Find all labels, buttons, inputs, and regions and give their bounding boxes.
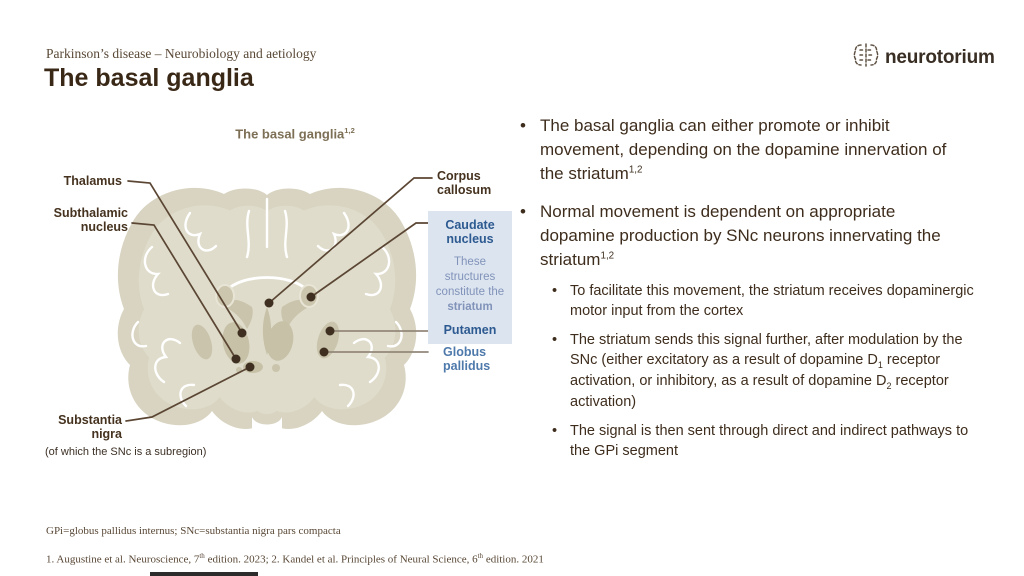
breadcrumb: Parkinson’s disease – Neurobiology and a…: [46, 46, 317, 61]
sub-bullet-3: • The signal is then sent through direct…: [552, 423, 969, 460]
diagram-title-citation: 1,2: [344, 126, 355, 135]
sub-bullet-2: • The striatum sends this signal further…: [552, 331, 963, 411]
label-substantia-nigra: Substantia nigra: [58, 413, 122, 442]
d2-subscript: 2: [886, 380, 892, 391]
bullet-marker: •: [552, 282, 558, 299]
label-globus-pallidus: Globus pallidus: [443, 345, 491, 374]
sub-bullet-1: • To facilitate this movement, the stria…: [552, 282, 974, 319]
substantia-nigra-dot: [245, 362, 255, 372]
subthalamic-dot: [231, 354, 241, 364]
bullet-marker: •: [520, 116, 526, 135]
sulci-tracings: [131, 197, 403, 408]
bullet-marker: •: [552, 331, 558, 348]
label-subthalamic-nucleus: Subthalamic nucleus: [53, 206, 128, 235]
neurotorium-logo: neurotorium: [852, 41, 995, 74]
references-line: 1. Augustine et al. Neuroscience, 7th ed…: [46, 552, 544, 566]
leader-lines: [125, 177, 433, 422]
caudate-line: [310, 222, 429, 298]
striatum-word: striatum: [447, 300, 493, 313]
marker-dots: [231, 292, 335, 372]
label-thalamus: Thalamus: [63, 174, 122, 188]
substantia-nigra-line: [125, 366, 251, 422]
thalamus-dot: [237, 328, 247, 338]
label-putamen: Putamen: [443, 322, 497, 337]
caudate-dot: [306, 292, 316, 302]
ordinal-sup: th: [199, 552, 205, 560]
thalamus-line: [127, 180, 243, 334]
bullet-marker: •: [552, 423, 558, 440]
bullet-2: • Normal movement is dependent on approp…: [520, 200, 998, 271]
label-caudate-nucleus: Caudate nucleus: [445, 218, 495, 247]
bullet-content: • The basal ganglia can either promote o…: [520, 114, 998, 470]
citation-sup: 1,2: [628, 163, 643, 175]
diagram-title: The basal ganglia1,2: [235, 126, 355, 142]
brain-logo-icon: [852, 41, 880, 74]
bullet-1: • The basal ganglia can either promote o…: [520, 114, 998, 185]
striatum-note: These structures constitute the striatum: [431, 255, 509, 315]
citation-sup: 1,2: [600, 250, 615, 262]
corpus-callosum-line: [268, 177, 433, 304]
globus-dot: [319, 347, 329, 357]
page-title: The basal ganglia: [44, 64, 254, 92]
logo-text: neurotorium: [885, 46, 995, 68]
subthalamic-line: [131, 222, 237, 360]
sub-bullet-list: • To facilitate this movement, the stria…: [552, 281, 998, 462]
label-corpus-callosum: Corpus callosum: [437, 169, 492, 198]
bullet-marker: •: [520, 202, 526, 222]
d1-subscript: 1: [877, 359, 883, 370]
bottom-progress-bar: [150, 572, 258, 576]
abbreviations-line: GPi=globus pallidus internus; SNc=substa…: [46, 525, 341, 537]
putamen-dot: [325, 326, 335, 336]
corpus-callosum-dot: [264, 298, 274, 308]
ordinal-sup: th: [477, 552, 484, 560]
substantia-nigra-note: (of which the SNc is a subregion): [45, 446, 207, 458]
striatum-callout-box: Caudate nucleus These structures constit…: [428, 211, 512, 344]
basal-ganglia-illustration: [117, 177, 433, 447]
